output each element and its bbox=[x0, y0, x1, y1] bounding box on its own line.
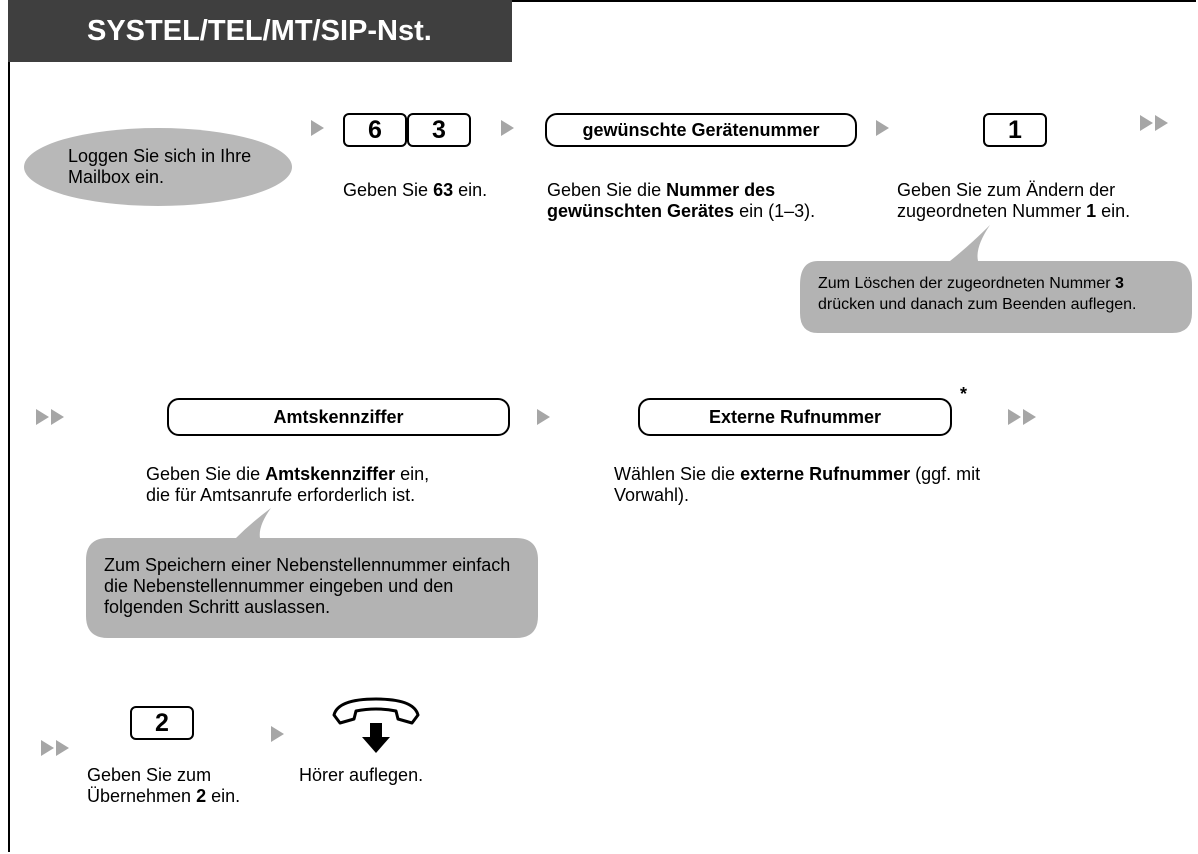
arrow-icon bbox=[876, 120, 889, 136]
double-arrow-icon bbox=[1155, 115, 1168, 131]
key-3: 3 bbox=[407, 113, 471, 147]
login-bubble bbox=[24, 128, 292, 206]
external-number-box: Externe Rufnummer bbox=[638, 398, 952, 436]
diagram-frame bbox=[8, 0, 1196, 852]
external-desc: Wählen Sie die externe Rufnummer (ggf. m… bbox=[614, 464, 981, 505]
header-title: SYSTEL/TEL/MT/SIP-Nst. bbox=[8, 0, 512, 62]
double-arrow-icon bbox=[1023, 409, 1036, 425]
desc-63: Geben Sie 63 ein. bbox=[343, 180, 488, 200]
trunk-desc: Geben Sie die Amtskennziffer ein, die fü… bbox=[146, 464, 430, 505]
device-number-box: gewünschte Gerätenummer bbox=[545, 113, 857, 147]
double-arrow-icon bbox=[1008, 409, 1021, 425]
double-arrow-icon bbox=[36, 409, 49, 425]
key-2: 2 bbox=[130, 706, 194, 740]
hang-up-icon bbox=[332, 697, 420, 753]
external-asterisk: * bbox=[960, 384, 968, 404]
note-ext-text: Zum Speichern einer Nebenstellennummer e… bbox=[104, 555, 511, 617]
note-delete-text: Zum Löschen der zugeordneten Nummer 3 dr… bbox=[818, 275, 1137, 313]
double-arrow-icon bbox=[1140, 115, 1153, 131]
double-arrow-icon bbox=[41, 740, 54, 756]
key-6: 6 bbox=[343, 113, 407, 147]
key-2-desc: Geben Sie zum Übernehmen 2 ein. bbox=[87, 765, 241, 806]
device-desc: Geben Sie die Nummer des gewünschten Ger… bbox=[547, 180, 816, 221]
double-arrow-icon bbox=[56, 740, 69, 756]
trunk-code-box: Amtskennziffer bbox=[167, 398, 510, 436]
arrow-icon bbox=[501, 120, 514, 136]
login-text: Loggen Sie sich in Ihre Mailbox ein. bbox=[68, 146, 252, 187]
note-bubble-delete bbox=[800, 225, 1192, 333]
hangup-desc: Hörer auflegen. bbox=[299, 765, 424, 785]
key-1-desc: Geben Sie zum Ändern der zugeordneten Nu… bbox=[897, 180, 1131, 221]
note-bubble-extension bbox=[86, 508, 538, 638]
arrow-icon bbox=[537, 409, 550, 425]
double-arrow-icon bbox=[51, 409, 64, 425]
arrow-icon bbox=[311, 120, 324, 136]
key-1: 1 bbox=[983, 113, 1047, 147]
arrow-icon bbox=[271, 726, 284, 742]
